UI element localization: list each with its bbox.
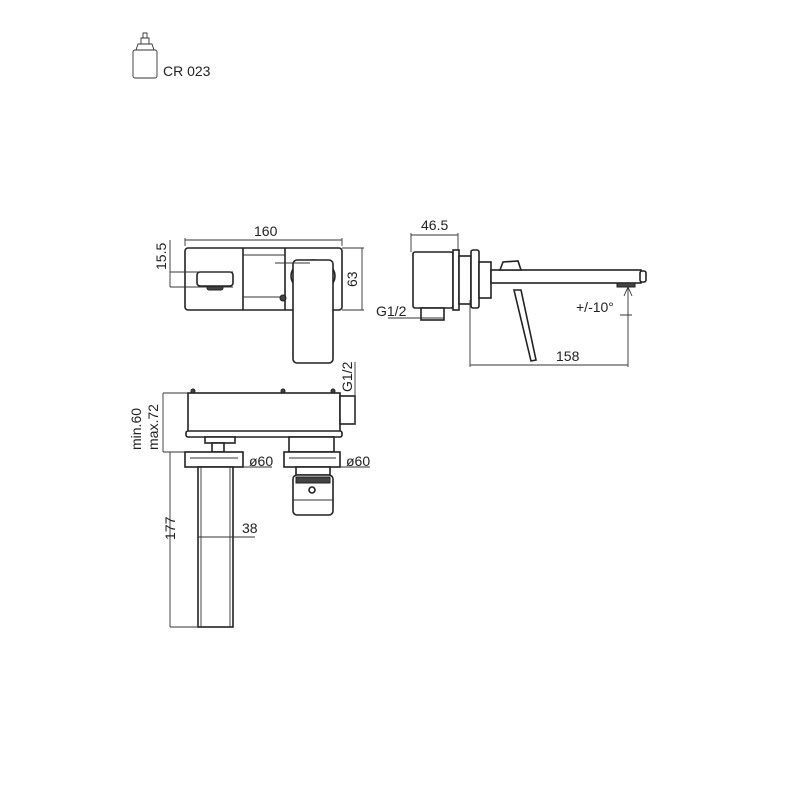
front-height-label: 63 — [344, 271, 360, 287]
bottom-view: G1/2 min.60 max.72 ø60 177 38 ø60 — [128, 361, 370, 628]
cartridge-code: CR 023 — [163, 63, 211, 79]
right-flange-label: ø60 — [346, 453, 370, 469]
side-depth-label: 46.5 — [421, 217, 448, 233]
wall-min-label: min.60 — [128, 408, 144, 450]
side-view: 46.5 G1/2 +/-10° 158 — [376, 217, 647, 367]
spout-offset-label: 15.5 — [153, 243, 169, 270]
front-view: 160 63 15.5 — [153, 223, 364, 364]
spout-width-label: 38 — [242, 520, 258, 536]
front-width-label: 160 — [254, 223, 278, 239]
cartridge-icon — [132, 32, 158, 79]
left-flange-label: ø60 — [249, 453, 273, 469]
tilt-label: +/-10° — [576, 299, 614, 315]
projection-label: 158 — [556, 348, 580, 364]
wall-max-label: max.72 — [145, 404, 161, 450]
bottom-connection-label: G1/2 — [339, 361, 355, 392]
spout-length-label: 177 — [162, 516, 178, 540]
side-connection-label: G1/2 — [376, 303, 407, 319]
